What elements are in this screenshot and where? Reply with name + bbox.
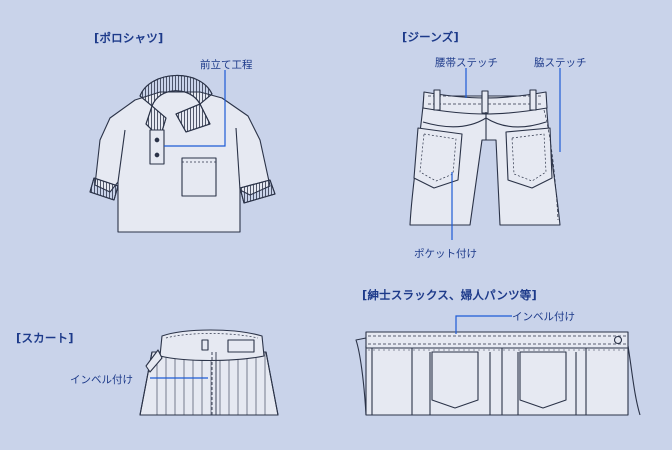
label-skirt-inbelt: インベル付け xyxy=(70,374,133,386)
leader-slacks-inbelt xyxy=(455,315,512,334)
jeans-section-title: [ジーンズ] xyxy=(402,30,459,44)
label-slacks-inbelt: インベル付け xyxy=(512,311,575,323)
skirt-illustration xyxy=(139,329,279,416)
label-side-stitch: 脇ステッチ xyxy=(534,57,587,69)
label-pocket-attach: ポケット付け xyxy=(414,248,477,260)
polo-shirt-illustration xyxy=(89,74,276,233)
jeans-illustration xyxy=(409,89,561,226)
skirt-section-title: [スカート] xyxy=(16,331,74,345)
slacks-illustration xyxy=(355,331,641,416)
slacks-section-title: [紳士スラックス、婦人パンツ等] xyxy=(362,288,537,302)
label-placket-process: 前立て工程 xyxy=(200,59,253,71)
leader-lines xyxy=(150,68,561,379)
polo-section-title: [ポロシャツ] xyxy=(94,31,164,45)
leader-polo-placket xyxy=(164,70,226,147)
label-waistband-stitch: 腰帯ステッチ xyxy=(435,57,498,69)
